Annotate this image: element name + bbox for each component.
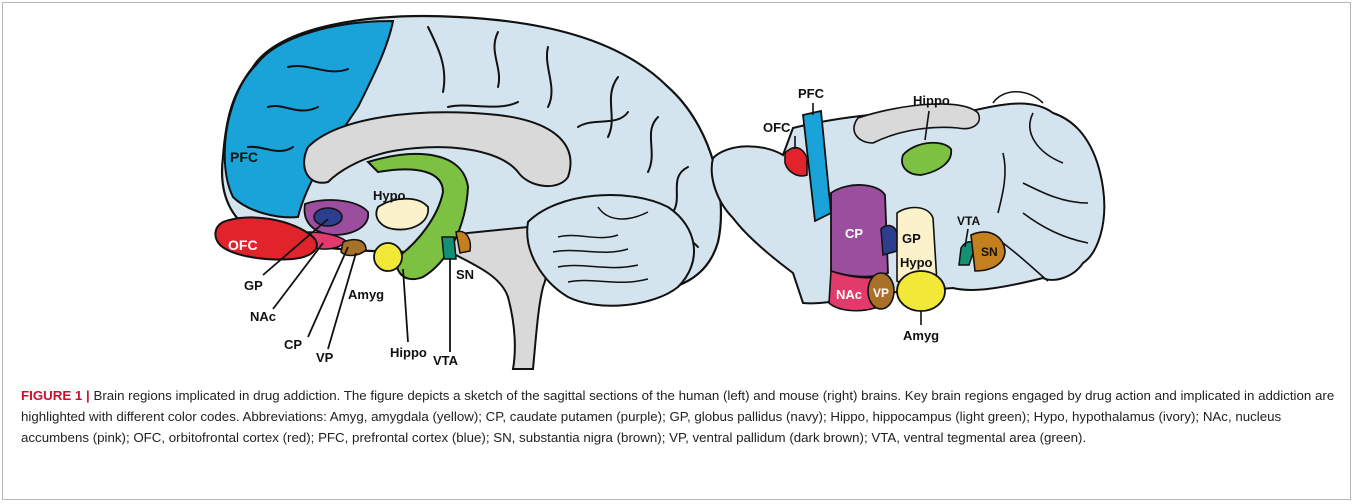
human-label-vp: VP: [316, 350, 334, 365]
mouse-label-nac: NAc: [836, 287, 862, 302]
human-cerebellum: [527, 195, 694, 306]
human-label-hypo: Hypo: [373, 188, 406, 203]
figure-caption: FIGURE 1 | Brain regions implicated in d…: [21, 385, 1336, 448]
figure-label: FIGURE 1 |: [21, 388, 90, 403]
human-label-vta: VTA: [433, 353, 459, 368]
human-label-sn: SN: [456, 267, 474, 282]
mouse-amyg-region: [897, 271, 945, 311]
mouse-label-hippo: Hippo: [913, 93, 950, 108]
human-label-nac: NAc: [250, 309, 276, 324]
mouse-label-vp: VP: [873, 286, 889, 300]
mouse-label-ofc: OFC: [763, 120, 791, 135]
human-label-gp: GP: [244, 278, 263, 293]
human-label-pfc: PFC: [230, 149, 258, 165]
human-label-hippo: Hippo: [390, 345, 427, 360]
mouse-brain-diagram: Hippo PFC OFC CP GP VTA SN Hypo NAc VP A…: [703, 43, 1113, 373]
caption-text: Brain regions implicated in drug addicti…: [21, 388, 1334, 445]
mouse-gp-region: [881, 226, 897, 255]
mouse-label-sn: SN: [981, 245, 998, 259]
human-label-amyg: Amyg: [348, 287, 384, 302]
human-label-cp: CP: [284, 337, 302, 352]
human-brain-diagram: PFC OFC Hypo GP NAc CP VP Amyg Hippo VTA…: [198, 7, 738, 377]
mouse-label-gp: GP: [902, 231, 921, 246]
human-amyg-region: [374, 243, 402, 271]
human-vta-region: [442, 237, 456, 259]
mouse-label-hypo: Hypo: [900, 255, 933, 270]
mouse-label-vta: VTA: [957, 214, 980, 228]
mouse-label-pfc: PFC: [798, 86, 825, 101]
mouse-label-amyg: Amyg: [903, 328, 939, 343]
human-label-ofc: OFC: [228, 237, 258, 253]
mouse-label-cp: CP: [845, 226, 863, 241]
human-gp-region: [314, 208, 342, 226]
